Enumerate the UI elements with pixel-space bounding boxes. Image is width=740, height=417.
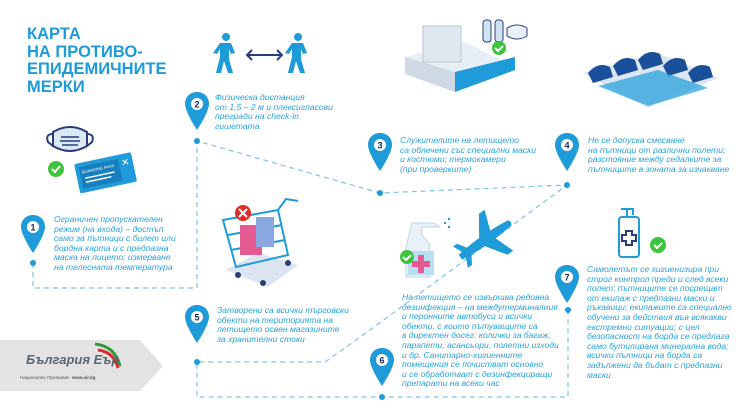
pin-number: 2: [194, 100, 199, 110]
step-text-line: и се обработват с дезинфекциращи: [402, 368, 553, 379]
step-text-line: Не се допуска смесване: [588, 135, 685, 145]
step-text-line: маска на лицето; измерване: [54, 252, 171, 263]
boarding-pass-label: BOARDING PASS: [81, 163, 114, 175]
physical-distance-illustration: [213, 33, 307, 73]
step-text-line: препарати на всеки час: [402, 378, 500, 389]
step-text-line: обекти, с които пътуващите са: [402, 320, 538, 331]
step-text-line: безопасност на борда се предлага: [587, 331, 730, 342]
map-pin-3: 3: [368, 133, 392, 171]
logo-name: България Еър: [26, 352, 120, 367]
pin-number: 4: [564, 141, 569, 151]
step-text-line: режим (на входа) – достъп: [54, 223, 164, 234]
step-text-line: гишетата: [215, 120, 260, 131]
boarding-pass-icon: BOARDING PASS: [74, 152, 137, 194]
check-icon: [492, 41, 506, 55]
step-text-line: парапети, асансьори, полетни изходи: [402, 339, 559, 350]
title-line: ЕПИДЕМИЧНИТЕ: [27, 60, 167, 78]
step-text-line: ръкавици; екипажите са специално: [587, 302, 732, 313]
step-text-line: само бутилирана минерална вода;: [587, 340, 729, 351]
step-text-line: от екипаж с предпазни маски и: [587, 292, 715, 303]
map-pin-5: 5: [185, 305, 209, 343]
step-text-line: и перонните автобуси и всички: [402, 311, 533, 322]
step-text-line: бордна карта и с предпазна: [54, 242, 169, 253]
step-text-line: за хранителни стоки: [217, 333, 305, 344]
step-text-line: Служителите на летището: [400, 135, 519, 145]
checkin-desk-illustration: [405, 19, 528, 92]
step-text-line: дезинфекция – на междутерминалния: [402, 301, 558, 312]
step-text-line: задължени да бъдат с предпазни: [587, 359, 723, 370]
map-pin-6: 6: [370, 348, 394, 386]
spray-bottle-icon: [405, 218, 450, 278]
pin-number: 6: [379, 356, 384, 366]
step-text-line: Физическа дистанция: [215, 92, 305, 102]
step-text-line: на телесната температура: [54, 261, 173, 272]
map-pin-2: 2: [185, 92, 209, 130]
check-icon: [400, 250, 414, 264]
sanitizer-bottle-icon: [618, 208, 640, 258]
step-text-line: полет; пътниците се посрещат: [587, 283, 723, 294]
step-text-line: екстремни ситуации; с цел: [587, 321, 700, 332]
step-text-line: На летището се извършва редовна: [402, 292, 550, 302]
hand-sanitizer-illustration: [618, 208, 666, 258]
map-pin-7: 7: [555, 265, 579, 303]
pin-number: 7: [564, 273, 569, 283]
logo-url: www.air.bg: [71, 375, 96, 380]
logo-tagline: Национален Превозвач www.air.bg: [20, 375, 96, 380]
double-arrow-icon: [245, 49, 284, 61]
check-icon: [48, 161, 64, 177]
step-text-line: обекти на територията на: [217, 314, 333, 325]
face-mask-icon: [46, 126, 94, 152]
mask-icon: [506, 24, 528, 40]
step-text-line: прегради на check-in: [215, 111, 299, 122]
step-text-line: само за пътници с билет или: [54, 233, 176, 244]
gloves-icon: [482, 19, 504, 43]
pin-number: 5: [194, 313, 199, 323]
step-text-line: и др. Санитарно-хигиенните: [402, 349, 523, 360]
walking-person-icon: [285, 33, 307, 73]
step-text-line: Ограничен пропускателен: [54, 214, 163, 224]
forbidden-x-icon: [235, 205, 251, 221]
map-pin-4: 4: [555, 133, 579, 171]
title-line: НА ПРОТИВО-: [27, 42, 143, 61]
step-text-line: в директен досег: колички за багаж,: [402, 330, 551, 341]
page-title: КАРТА НА ПРОТИВО- ЕПИДЕМИЧНИТЕ МЕРКИ: [27, 25, 167, 96]
title-line: МЕРКИ: [27, 77, 85, 96]
step-text-line: строг контрол преди и след всеки: [587, 273, 729, 284]
step-text-line: (при проверките): [400, 163, 472, 174]
step-text-line: са облечени със специални маски: [400, 144, 537, 155]
step-text-line: маски: [587, 369, 611, 380]
walking-person-icon: [213, 33, 235, 73]
logo-banner: [0, 340, 163, 391]
step-text-line: от 1,5 – 2 м и плексигласови: [215, 101, 333, 112]
step-text-line: и костюми; термокамери: [400, 154, 506, 165]
step-text-line: обучени за действия във всякакви: [587, 311, 727, 322]
disinfection-airplane-illustration: [400, 209, 514, 278]
step-text-line: Самолетът се хигиенизира при: [587, 264, 719, 274]
step-text-line: помещения се почистват основно: [402, 359, 544, 370]
step-text-line: всички пътници на борда са: [587, 350, 703, 361]
pin-number: 3: [377, 141, 382, 151]
step-text-line: пътниците в зоната за изчакване: [588, 163, 730, 174]
step-text-line: на пътници от различни полети;: [588, 144, 726, 155]
step-text-line: разстояние между седалките за: [588, 154, 722, 165]
waiting-area-seats-illustration: [583, 52, 718, 108]
pin-number: 1: [30, 223, 35, 233]
airplane-icon: [452, 209, 514, 268]
step-text-line: летището освен магазините: [217, 324, 340, 335]
shopping-cart-closed-illustration: [221, 197, 299, 287]
mask-boarding-pass-illustration: BOARDING PASS: [46, 126, 137, 194]
check-icon: [650, 237, 666, 253]
map-pin-1: 1: [21, 215, 45, 253]
step-text-line: Затворени са всички търговски: [217, 305, 349, 315]
title-line: КАРТА: [27, 25, 81, 43]
logo-tagline-text: Национален Превозвач: [20, 375, 70, 380]
